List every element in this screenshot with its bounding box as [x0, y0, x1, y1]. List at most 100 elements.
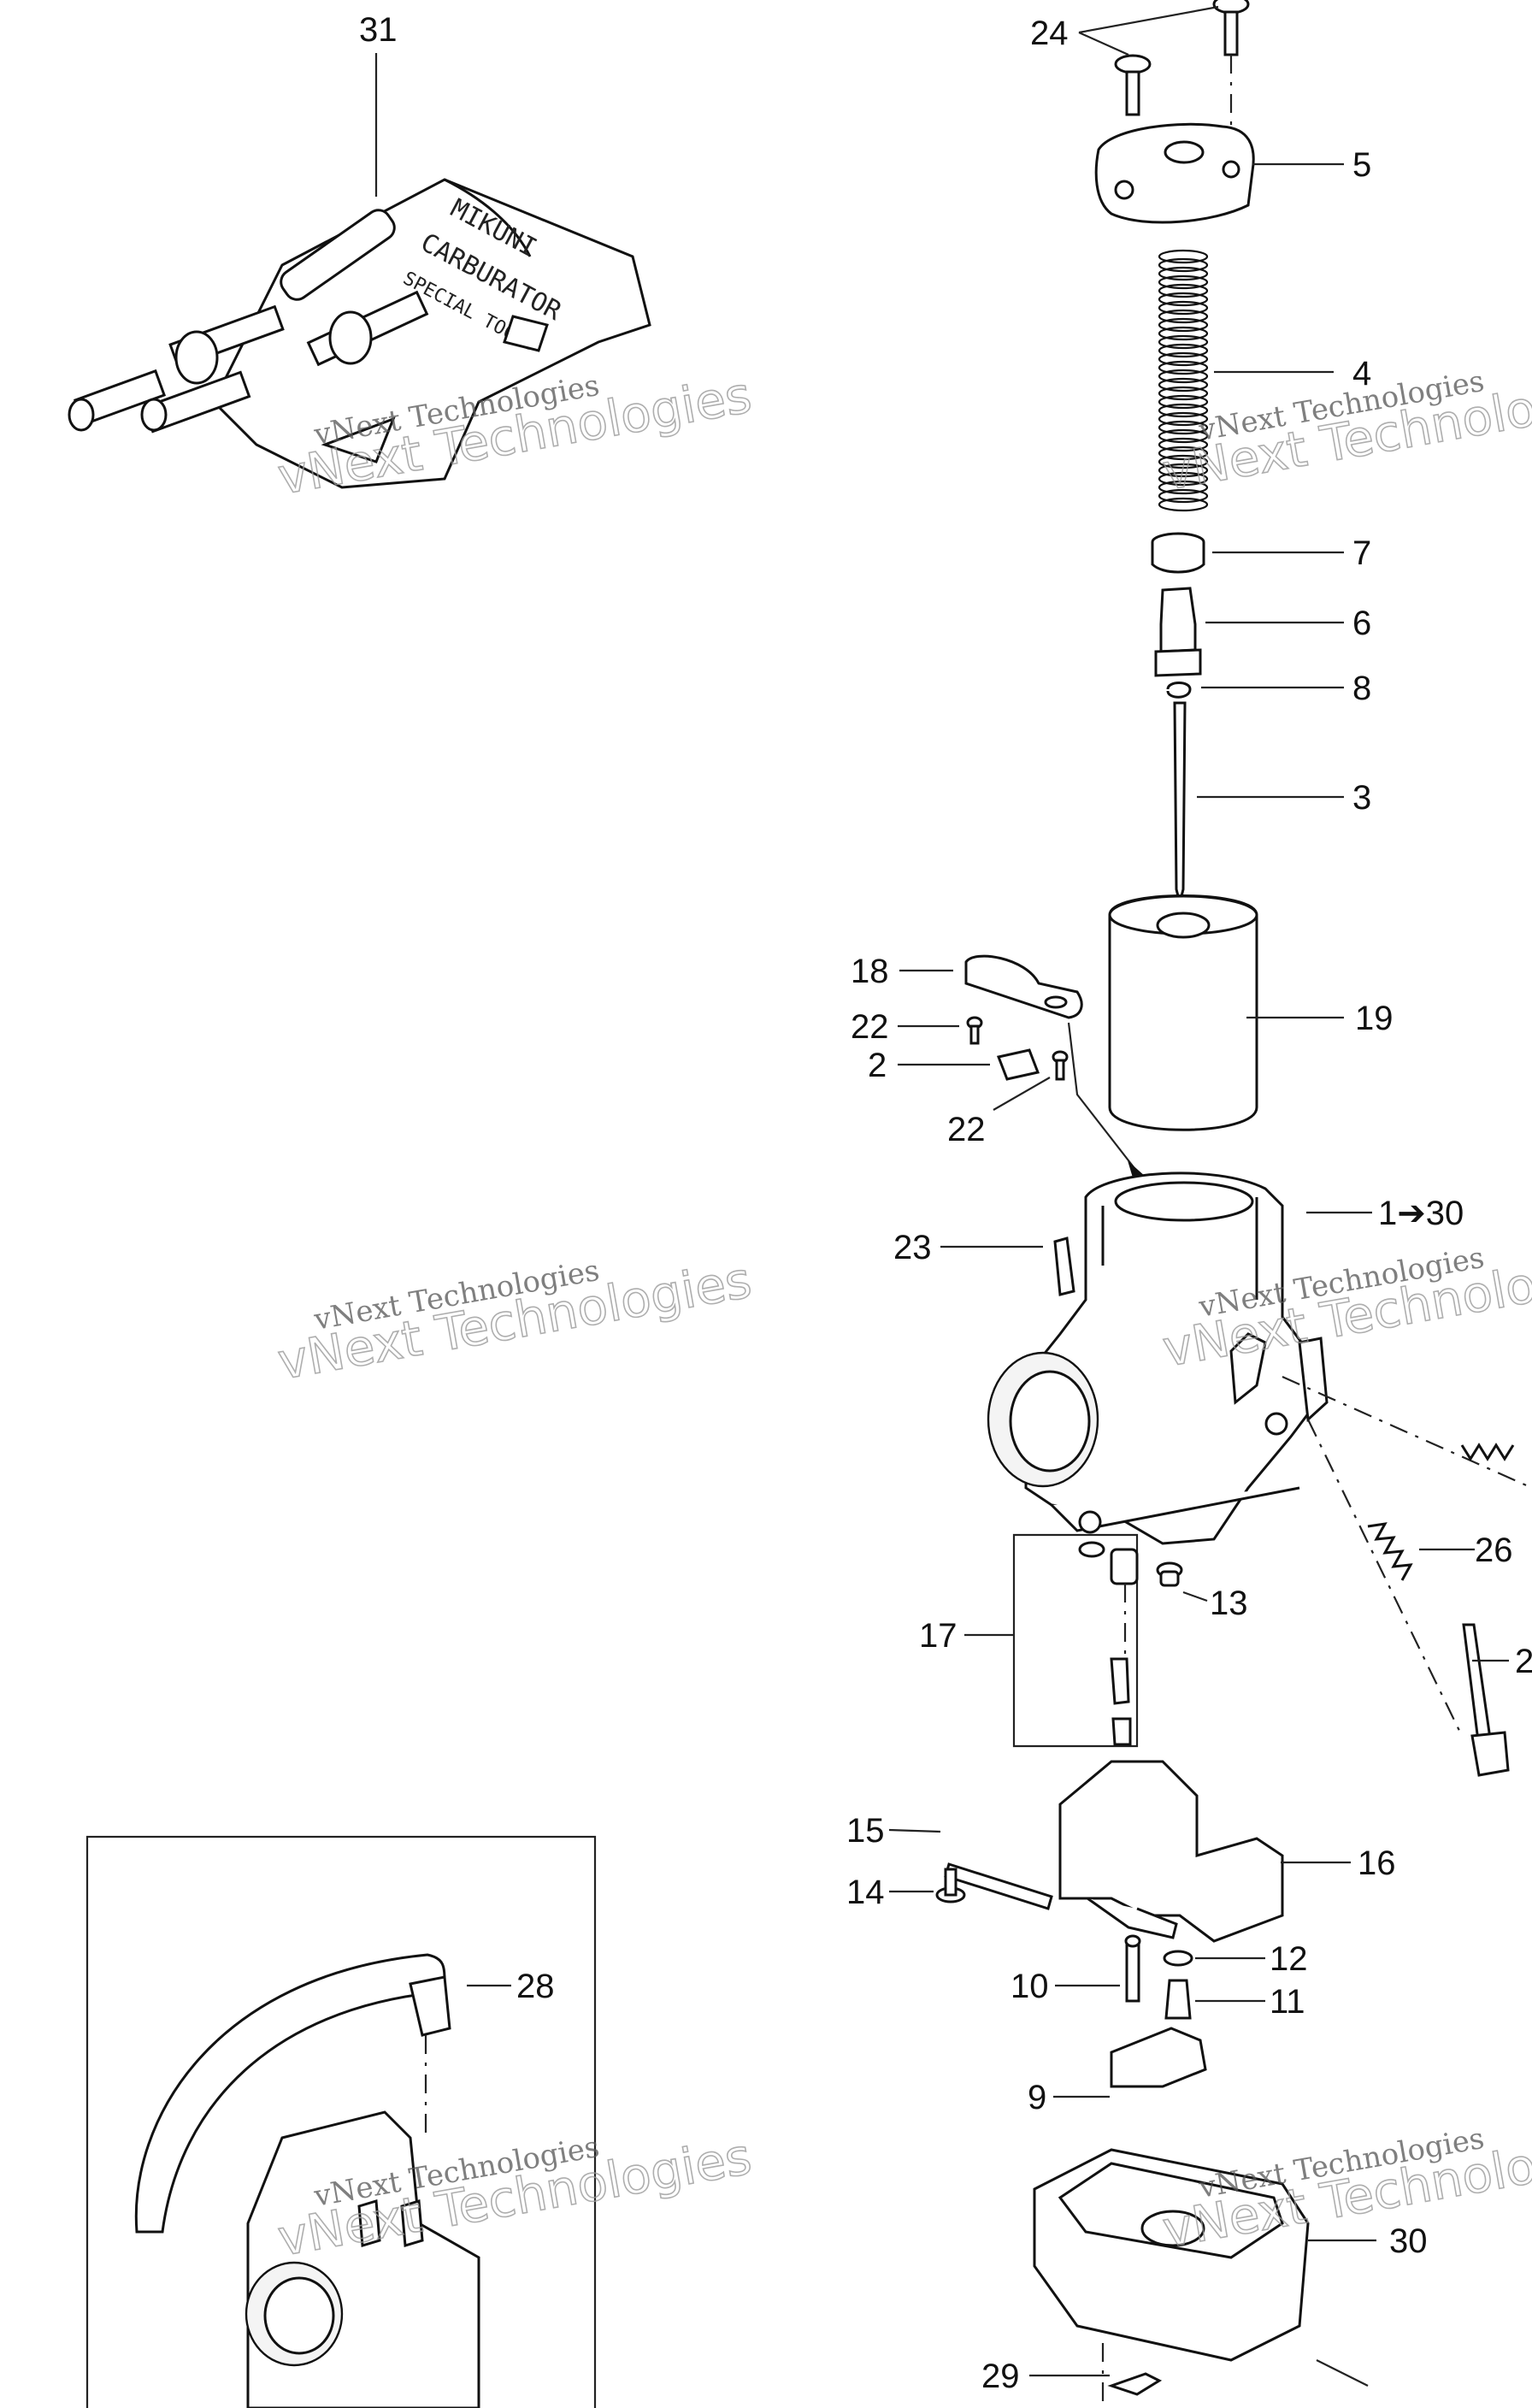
callout-9: 9: [1028, 2079, 1046, 2116]
spring-coil: [1158, 428, 1209, 444]
cable-guide-plate: [964, 954, 1083, 1019]
guide-clip: [996, 1048, 1040, 1081]
idle-screw: [1462, 1623, 1510, 1777]
spring-coil: [1158, 497, 1209, 512]
callout-30: 30: [1389, 2222, 1428, 2260]
spring-coil: [1158, 403, 1209, 418]
callout-17: 17: [919, 1617, 958, 1655]
pilot-air-fitting: [1053, 1236, 1075, 1296]
spring-coil: [1158, 266, 1209, 281]
callout-6: 6: [1352, 605, 1371, 642]
screw-14: [935, 1868, 966, 1903]
spring-coil: [1158, 480, 1209, 495]
callout-8: 8: [1352, 670, 1371, 707]
spring-coil: [1158, 317, 1209, 333]
watermark-3: vNext Technologies vNext Technologies: [273, 1250, 756, 1392]
spring-coil: [1158, 274, 1209, 290]
spring-coil: [1158, 334, 1209, 350]
callout-23: 23: [893, 1229, 932, 1266]
leader-13: [1182, 1591, 1208, 1602]
plug-13: [1156, 1561, 1183, 1587]
spring-coil: [1158, 360, 1209, 375]
spring-coil: [1158, 292, 1209, 307]
callout-10: 10: [1011, 1968, 1049, 2005]
watermark-2: vNext Technologies vNext Technologies: [1158, 361, 1532, 503]
inset-frame: [85, 1835, 597, 2408]
callout-18: 18: [851, 953, 889, 990]
callout-22-b: 22: [947, 1111, 986, 1148]
spring-coil: [1158, 369, 1209, 384]
idle-spring-right: [1460, 1443, 1515, 1461]
spring-coil: [1158, 411, 1209, 427]
throttle-spring: [1158, 249, 1209, 512]
callout-2: 2: [868, 1047, 887, 1084]
float-bowl: [1033, 2148, 1310, 2362]
needle-retainer: [1154, 587, 1202, 677]
callout-16: 16: [1358, 1844, 1396, 1882]
callout-15: 15: [846, 1812, 885, 1850]
tool-kit-illustration: MIKUNI CARBURATOR SPECIAL TOOLS: [68, 178, 651, 489]
spring-coil: [1158, 351, 1209, 367]
e-clip: [1166, 682, 1192, 699]
float-valve-seat: [1078, 1541, 1139, 1746]
spring-coil: [1158, 257, 1209, 273]
carb-top-cap: [1094, 122, 1255, 224]
throttle-valve: [1108, 894, 1258, 1131]
spring-coil: [1158, 488, 1209, 504]
spring-coil: [1158, 471, 1209, 487]
spring-coil: [1158, 249, 1209, 264]
callout-19: 19: [1355, 1000, 1394, 1037]
spring-seat: [1151, 532, 1205, 574]
callout-24: 24: [1030, 15, 1069, 52]
callout-3: 3: [1352, 779, 1371, 817]
callout-11: 11: [1270, 1983, 1305, 2021]
leader-15: [888, 1828, 941, 1833]
main-jet: [1164, 1979, 1192, 2020]
float-pin: [944, 1862, 1053, 1910]
carburetor-body: [987, 1172, 1329, 1545]
callout-28: 28: [516, 1968, 555, 2005]
spring-coil: [1158, 463, 1209, 478]
callout-labels: 31 24 5 4 7 6 8 3 18 19 22 2 22 1➔30 23 …: [359, 11, 1532, 2395]
spring-coil: [1158, 420, 1209, 435]
pilot-jet: [1124, 1934, 1141, 2003]
callout-1-to-30: 1➔30: [1378, 1195, 1464, 1232]
callout-25: 2: [1515, 1643, 1532, 1680]
baffle: [1110, 2027, 1207, 2088]
watermark-6: vNext Technologies vNext Technologies: [1158, 2118, 1532, 2260]
callout-22-a: 22: [851, 1008, 889, 1046]
float: [1058, 1760, 1284, 1943]
callout-5: 5: [1352, 146, 1371, 184]
spring-coil: [1158, 386, 1209, 401]
callout-29: 29: [981, 2358, 1020, 2395]
spring-coil: [1158, 454, 1209, 469]
callout-31: 31: [359, 11, 398, 49]
spring-coil: [1158, 437, 1209, 452]
screw-22-a: [966, 1016, 983, 1045]
spring-coil: [1158, 446, 1209, 461]
screw-22-b: [1052, 1050, 1069, 1081]
callout-26: 26: [1475, 1532, 1513, 1569]
spring-coil: [1158, 377, 1209, 392]
inset-carburetor: [134, 1953, 480, 2408]
callout-4: 4: [1352, 355, 1371, 392]
callout-7: 7: [1352, 534, 1371, 572]
screw-24-left: [1114, 54, 1152, 116]
leader-22-b: [993, 1077, 1051, 1111]
callout-13: 13: [1210, 1585, 1248, 1622]
callout-12: 12: [1270, 1940, 1308, 1978]
bowl-plug: [1107, 2372, 1163, 2396]
callout-14: 14: [846, 1874, 885, 1911]
spring-coil: [1158, 326, 1209, 341]
spring-coil: [1158, 394, 1209, 410]
washer-12: [1163, 1950, 1193, 1967]
spring-coil: [1158, 343, 1209, 358]
idle-spring: [1367, 1522, 1413, 1581]
leader-24: [1078, 5, 1219, 56]
screw-24-right: [1212, 0, 1250, 56]
spring-coil: [1158, 283, 1209, 298]
spring-coil: [1158, 309, 1209, 324]
jet-needle: [1173, 701, 1187, 904]
spring-coil: [1158, 300, 1209, 316]
